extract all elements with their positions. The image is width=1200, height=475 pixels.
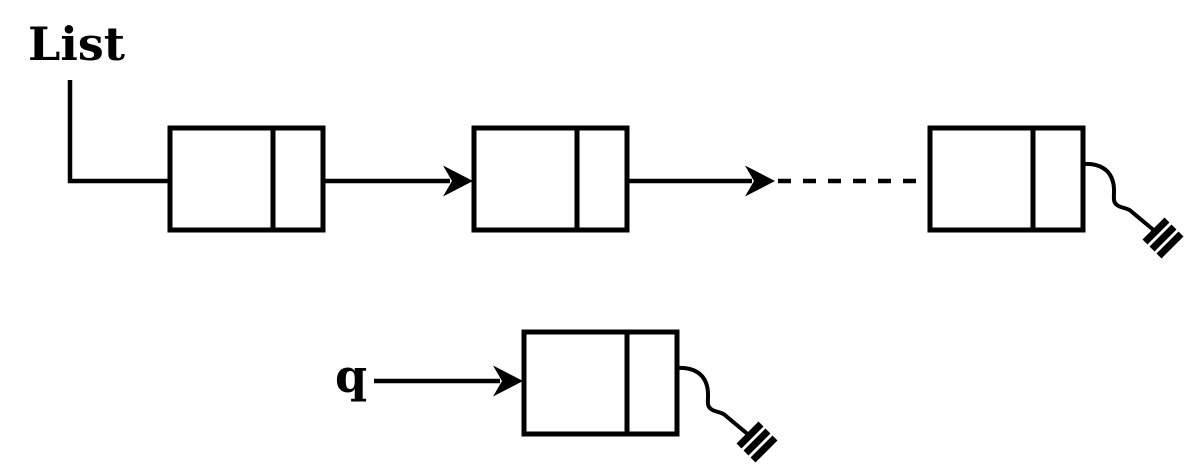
node-2 [471, 125, 630, 233]
list-pointer-connector [67, 80, 170, 184]
node-1-box [167, 125, 326, 233]
node-1 [167, 125, 326, 233]
q-node [521, 329, 680, 437]
node-3-box [927, 125, 1086, 233]
null-terminator-1 [1081, 161, 1184, 259]
ground-bar-1 [736, 421, 764, 449]
ground-icon [1142, 217, 1184, 259]
q-arrow-arrowhead-icon [493, 365, 523, 397]
list-pointer-label: List [28, 17, 126, 71]
ground-bar-2 [1149, 224, 1177, 252]
null-squiggle-wire [1081, 161, 1158, 234]
next-arrow-2 [627, 165, 775, 197]
next-arrow-2-arrowhead-icon [745, 165, 775, 197]
next-arrow-1 [323, 165, 473, 197]
node-3 [927, 125, 1086, 233]
ground-bar-3 [1156, 231, 1184, 259]
ground-icon [736, 421, 778, 463]
q-pointer-label: q [335, 349, 367, 403]
ground-bar-1 [1142, 217, 1170, 245]
null-terminator-2 [675, 365, 778, 463]
node-2-box [471, 125, 630, 233]
ground-bar-3 [750, 435, 778, 463]
ground-bar-2 [743, 428, 771, 456]
q-arrow [374, 365, 523, 397]
q-node-box [521, 329, 680, 437]
next-arrow-1-arrowhead-icon [443, 165, 473, 197]
null-squiggle-wire [675, 365, 752, 438]
